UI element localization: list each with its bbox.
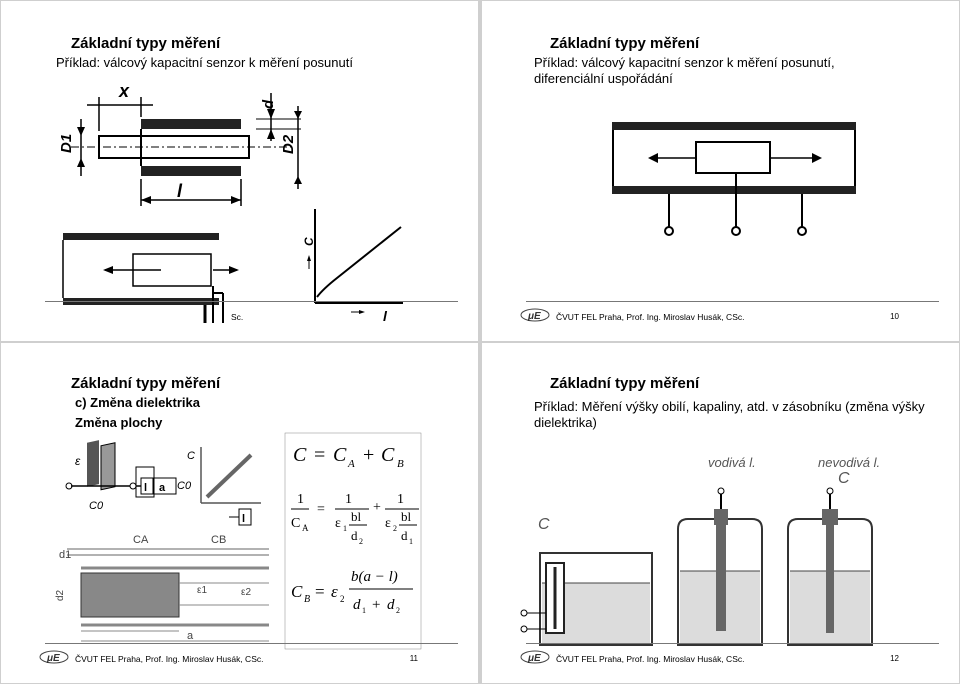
- cylinder-sensor-drawing: D1 x l d D2: [58, 81, 403, 324]
- page-number: 12: [890, 654, 899, 663]
- eq2-one: 1: [297, 492, 304, 507]
- eq1-lhs: C: [293, 444, 307, 466]
- fig-label-eps2: ε2: [241, 587, 251, 598]
- slide-11: Základní typy měření c) Změna dielektrik…: [1, 343, 478, 683]
- dielectric-sensor-drawing: l a ε C0 C0 C l CA CB d1 d2: [55, 440, 269, 642]
- svg-text:1: 1: [409, 537, 413, 546]
- eq1-plus: +: [363, 444, 374, 466]
- svg-text:1: 1: [362, 606, 366, 615]
- fig-label-eps: ε: [75, 454, 81, 468]
- eq3-d1: d: [353, 597, 361, 613]
- svg-text:2: 2: [393, 524, 397, 533]
- svg-text:2: 2: [396, 606, 400, 615]
- footer-text: ČVUT FEL Praha, Prof. Ing. Miroslav Husá…: [556, 654, 745, 664]
- fig-label-l: l: [144, 482, 147, 494]
- eq2-plus: +: [373, 500, 381, 515]
- eq2-eps2: ε: [385, 516, 391, 531]
- eq3-equals: =: [315, 582, 325, 601]
- svg-text:μE: μE: [527, 653, 541, 664]
- label-C: C: [302, 237, 316, 246]
- slide-title: Základní typy měření: [550, 35, 700, 52]
- fig-label-d1: d1: [59, 549, 71, 561]
- eq2-bl2: bl: [401, 509, 412, 524]
- slide-9: Základní typy měření Příklad: válcový ka…: [1, 1, 478, 341]
- ue-logo-icon: μE: [520, 650, 550, 664]
- footer-text-partial: Sc.: [231, 312, 244, 322]
- eq1-CB: C: [381, 444, 395, 466]
- eq2-d1: d: [401, 528, 408, 543]
- handwritten-C-right: C: [838, 470, 850, 487]
- heading-dielectric: c) Změna dielektrika: [75, 395, 200, 410]
- handwritten-conductive: vodivá l.: [708, 455, 756, 470]
- eq3-subB: B: [304, 594, 310, 605]
- slide-title: Základní typy měření: [71, 375, 221, 392]
- slide-footer: μE ČVUT FEL Praha, Prof. Ing. Miroslav H…: [482, 301, 959, 329]
- eq3-num: b(a − l): [351, 569, 398, 585]
- footer-text: ČVUT FEL Praha, Prof. Ing. Miroslav Husá…: [75, 654, 264, 664]
- label-D2: D2: [280, 134, 297, 154]
- label-D1: D1: [58, 134, 75, 153]
- slide-title: Základní typy měření: [550, 375, 700, 392]
- svg-text:2: 2: [340, 594, 345, 604]
- level-measurement-drawing: vodivá l. nevodivá l. C C: [520, 455, 880, 646]
- fig-label-CA: CA: [133, 534, 149, 546]
- fig-label-l-graph: l: [242, 513, 245, 525]
- fig-label-CB: CB: [211, 534, 226, 546]
- ue-logo-icon: μE: [520, 308, 550, 322]
- eq2-one-c: 1: [397, 492, 404, 507]
- slide-footer: μE ČVUT FEL Praha, Prof. Ing. Miroslav H…: [482, 643, 959, 671]
- handwritten-nonconductive: nevodivá l.: [818, 455, 880, 470]
- handwritten-C-left: C: [538, 516, 550, 533]
- svg-text:1: 1: [343, 524, 347, 533]
- slide-footer: μE ČVUT FEL Praha, Prof. Ing. Miroslav H…: [1, 643, 478, 671]
- fig-label-C0: C0: [89, 500, 104, 512]
- label-d: d: [260, 99, 277, 109]
- eq3-d2: d: [387, 597, 395, 613]
- eq2-bl1: bl: [351, 509, 362, 524]
- eq1-equals: =: [314, 444, 325, 466]
- eq2-subA: A: [302, 523, 309, 533]
- fig-label-d2: d2: [55, 589, 66, 601]
- footer-text: ČVUT FEL Praha, Prof. Ing. Miroslav Husá…: [556, 312, 745, 322]
- eq2-eps1: ε: [335, 516, 341, 531]
- label-l-axis: l: [383, 308, 388, 324]
- eq2-equals: =: [317, 502, 325, 517]
- label-l: l: [177, 181, 183, 201]
- slide-subtitle: Příklad: válcový kapacitní senzor k měře…: [56, 55, 353, 70]
- eq3-eps: ε: [331, 582, 338, 601]
- fig-label-a2: a: [187, 630, 194, 642]
- fig-label-a: a: [159, 482, 166, 494]
- differential-sensor-drawing: [612, 122, 856, 236]
- eq1-subB: B: [397, 458, 404, 470]
- slide-subtitle: Příklad: válcový kapacitní senzor k měře…: [534, 55, 835, 86]
- page-number: 11: [409, 654, 418, 663]
- slide-12: Základní typy měření Příklad: Měření výš…: [482, 343, 959, 683]
- eq2-CA: C: [291, 516, 300, 531]
- slide-title: Základní typy měření: [71, 35, 221, 52]
- svg-text:μE: μE: [527, 311, 541, 322]
- eq3-plus: +: [372, 597, 380, 613]
- label-x: x: [118, 81, 130, 101]
- fig-label-C0-axis: C0: [177, 480, 192, 492]
- page-number: 10: [890, 312, 899, 321]
- equation-block: C = C A + C B 1 C A = 1 ε 1 bl d 2 + 1 ε…: [284, 432, 422, 650]
- slide-subtitle: Příklad: Měření výšky obilí, kapaliny, a…: [534, 399, 925, 430]
- slide-10: Základní typy měření Příklad: válcový ka…: [482, 1, 959, 341]
- eq1-subA: A: [347, 458, 355, 470]
- eq2-d2: d: [351, 528, 358, 543]
- ue-logo-icon: μE: [39, 650, 69, 664]
- heading-area: Změna plochy: [75, 415, 163, 430]
- slide-footer: Sc.: [1, 301, 478, 329]
- eq2-one-b: 1: [345, 492, 352, 507]
- eq3-CB: C: [291, 582, 303, 601]
- fig-label-eps1: ε1: [197, 585, 207, 596]
- fig-label-C-axis: C: [187, 450, 195, 462]
- svg-text:2: 2: [359, 537, 363, 546]
- eq1-CA: C: [333, 444, 347, 466]
- svg-text:μE: μE: [46, 653, 60, 664]
